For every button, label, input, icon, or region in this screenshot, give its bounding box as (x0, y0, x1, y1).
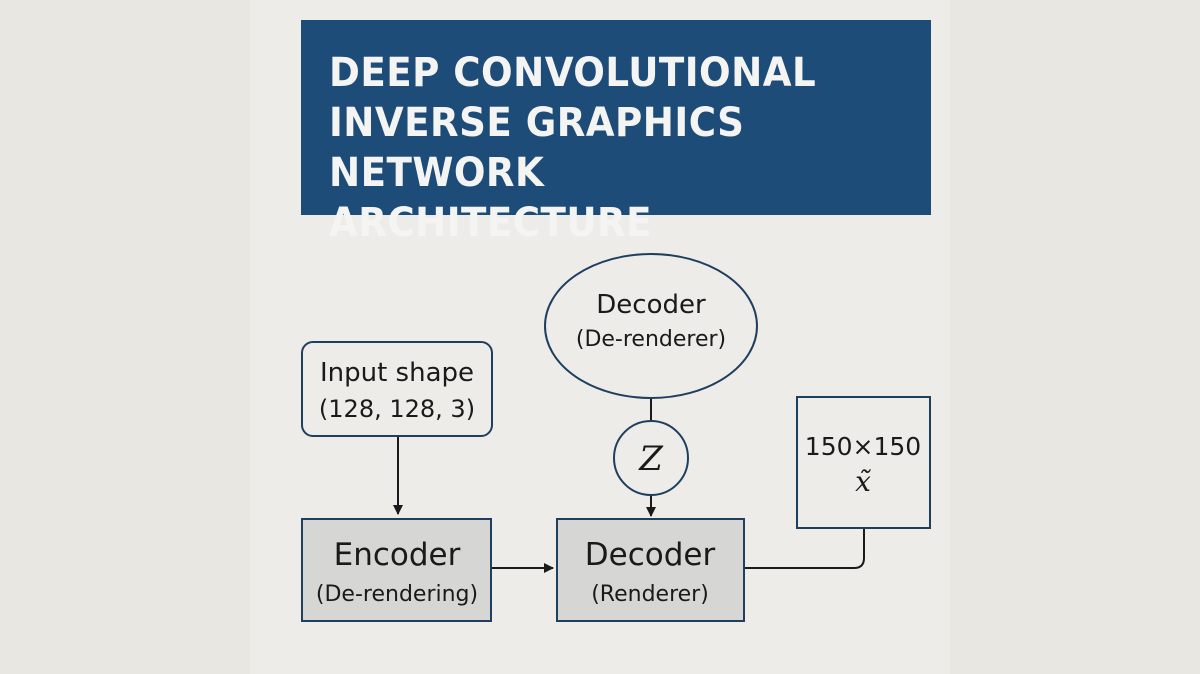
input-shape-node: Input shape (128, 128, 3) (301, 341, 493, 437)
decoder-renderer-title: Decoder (585, 537, 716, 573)
output-node: 150×150 x̃ (796, 396, 931, 529)
z-node: Z (613, 420, 689, 496)
decoder-to-output-line (745, 528, 865, 569)
output-x-tilde: x̃ (855, 465, 871, 498)
input-shape-value: (128, 128, 3) (319, 395, 475, 423)
left-margin (0, 0, 250, 674)
title-banner: DEEP CONVOLUTIONAL INVERSE GRAPHICS NETW… (301, 20, 931, 246)
encoder-title: Encoder (334, 537, 461, 573)
decoder-derenderer-node: Decoder (De-renderer) (544, 253, 758, 399)
decoder-renderer-node: Decoder (Renderer) (556, 518, 745, 622)
decoder-derenderer-title: Decoder (596, 290, 706, 320)
decoder-renderer-subtitle: (Renderer) (591, 582, 709, 607)
output-size-label: 150×150 (805, 432, 921, 461)
input-shape-label: Input shape (320, 358, 474, 388)
right-margin (950, 0, 1200, 674)
page-title: DEEP CONVOLUTIONAL INVERSE GRAPHICS NETW… (329, 50, 817, 246)
encoder-node: Encoder (De-rendering) (301, 518, 492, 622)
encoder-subtitle: (De-rendering) (316, 582, 478, 607)
decoder-derenderer-subtitle: (De-renderer) (576, 327, 726, 352)
z-label: Z (638, 439, 664, 479)
